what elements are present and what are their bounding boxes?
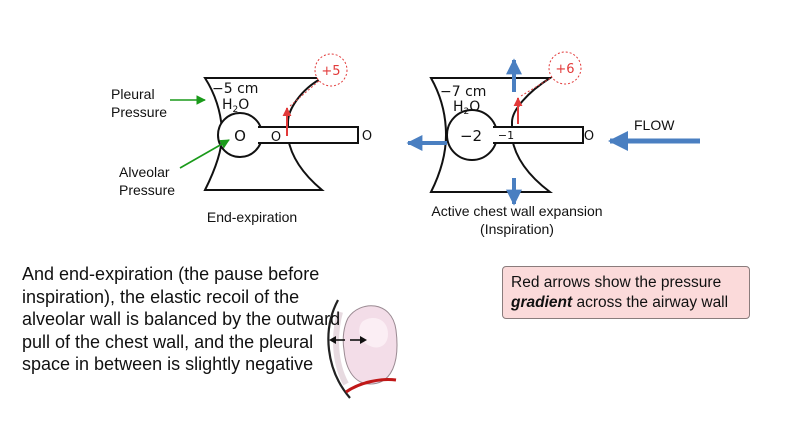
illustration-diaphragm — [345, 378, 397, 394]
right-lung-model: −2 −1 O −7 cm H2O +6 FLOW Active chest w… — [406, 51, 700, 237]
right-airway-bulb — [489, 129, 501, 141]
left-mouth-value: O — [362, 129, 372, 144]
left-airway-value: O — [271, 130, 281, 145]
left-pressure-unit: H2O — [222, 97, 249, 115]
illustration-inward-arrowhead — [360, 336, 367, 344]
flow-label: FLOW — [634, 117, 675, 133]
alveolar-label-line1: Alveolar — [119, 164, 170, 180]
right-pressure-unit: H2O — [453, 99, 480, 117]
right-gradient-badge-text: +6 — [555, 62, 574, 77]
left-airway — [258, 126, 359, 144]
illustration-outward-arrowhead — [329, 336, 336, 344]
alveolar-label-line2: Pressure — [119, 182, 175, 198]
illustration-rib-shading — [333, 311, 349, 386]
left-lung-model: O O O −5 cm H2O +5 Pleural Pressure Alve… — [111, 53, 372, 225]
left-airway-bulb — [256, 129, 268, 141]
note-emphasis: gradient — [511, 294, 573, 311]
left-caption: End-expiration — [207, 209, 297, 225]
right-caption-line1: Active chest wall expansion — [431, 203, 602, 219]
right-pleural-value: −7 cm — [440, 84, 486, 100]
lung-chest-wall-illustration — [327, 299, 398, 399]
left-gradient-badge — [314, 53, 348, 87]
right-gradient-badge — [548, 51, 582, 85]
pleural-label-line1: Pleural — [111, 86, 155, 102]
right-mouth-value: O — [584, 129, 594, 144]
right-airway-value: −1 — [498, 129, 514, 142]
note-text-before: Red arrows show the pressure — [511, 274, 722, 291]
gradient-note-box: Red arrows show the pressure gradient ac… — [502, 266, 750, 319]
left-alveolar-value: O — [234, 127, 246, 145]
left-pleural-value: −5 cm — [212, 81, 258, 97]
right-alveolar-value: −2 — [460, 127, 482, 145]
right-airway — [493, 126, 584, 144]
right-caption-line2: (Inspiration) — [480, 221, 554, 237]
left-badge-leader — [289, 79, 321, 107]
left-gradient-badge-text: +5 — [321, 64, 340, 79]
illustration-chest-wall — [327, 299, 351, 399]
note-text-after: across the airway wall — [572, 294, 729, 311]
description-text: And end-expiration (the pause before ins… — [22, 264, 341, 374]
alveolar-pointer-arrow — [179, 139, 230, 169]
pleural-label-line2: Pressure — [111, 104, 167, 120]
right-badge-leader — [520, 75, 555, 97]
